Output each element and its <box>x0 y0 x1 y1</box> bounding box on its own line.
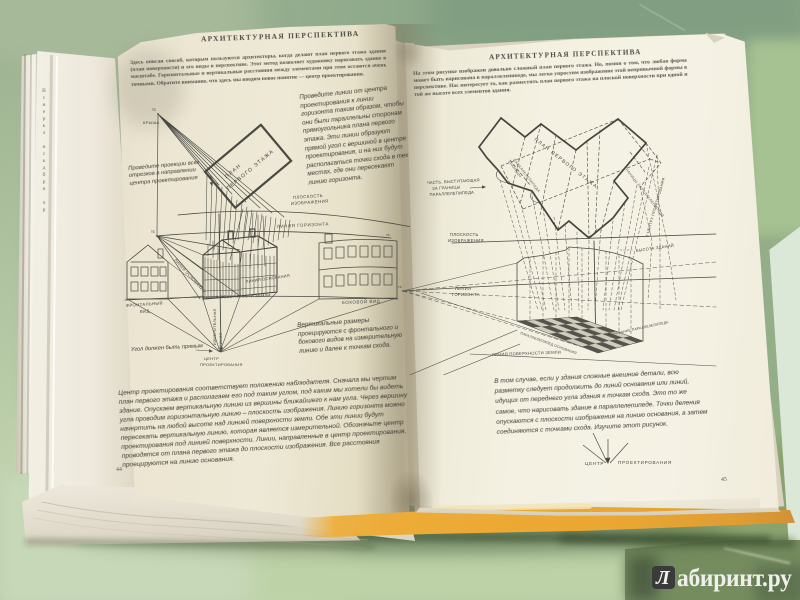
svg-text:ЦЕНТР: ЦЕНТР <box>585 461 604 466</box>
svg-text:ЧАСТЬ, ВЫСТУПАЮЩАЯ: ЧАСТЬ, ВЫСТУПАЮЩАЯ <box>427 177 480 185</box>
svg-text:ЦЕНТР: ЦЕНТР <box>204 356 219 361</box>
svg-text:КРЫША: КРЫША <box>143 120 159 125</box>
svg-text:тс: тс <box>398 284 402 289</box>
svg-text:ЛИНИЯ ОСНОВАНИЯ: ЛИНИЯ ОСНОВАНИЯ <box>245 273 290 284</box>
svg-text:тс: тс <box>386 232 390 237</box>
svg-text:ПЛОСКОСТЬ: ПЛОСКОСТЬ <box>293 193 323 200</box>
svg-text:ИЗОБРАЖЕНИЯ: ИЗОБРАЖЕНИЯ <box>448 238 484 243</box>
svg-text:ЛИНИЯ ГОРИЗОНТА: ЛИНИЯ ГОРИЗОНТА <box>277 221 329 229</box>
svg-text:ПРОЕКТИРОВАНИЯ: ПРОЕКТИРОВАНИЯ <box>618 460 672 465</box>
svg-text:ВЫСОТА ЗДАНИЙ: ВЫСОТА ЗДАНИЙ <box>635 243 674 253</box>
svg-text:БОКОВОЙ ВИД: БОКОВОЙ ВИД <box>342 299 381 305</box>
svg-text:ЛИНИЯ ПОВЕРХНОСТИ ЗЕМЛИ: ЛИНИЯ ПОВЕРХНОСТИ ЗЕМЛИ <box>492 350 561 357</box>
svg-text:ЗА ГРАНИЦЫ: ЗА ГРАНИЦЫ <box>432 184 461 190</box>
svg-text:ПАРАЛЛЕЛЕПИПЕДА: ПАРАЛЛЕЛЕПИПЕДА <box>512 158 541 193</box>
svg-text:ЛИНИЯ ОСНОВАНИЯ: ЛИНИЯ ОСНОВАНИЯ <box>173 257 206 293</box>
svg-text:тс: тс <box>152 107 156 112</box>
svg-text:ЛИНИЯ: ЛИНИЯ <box>455 286 471 291</box>
svg-text:ЛИНИЯ ПОВЕРХНОСТИ ЗЕМЛИ: ЛИНИЯ ПОВЕРХНОСТИ ЗЕМЛИ <box>203 293 271 300</box>
svg-text:ПЛОСКОСТЬ: ПЛОСКОСТЬ <box>450 232 479 237</box>
svg-text:ИЗОБРАЖЕНИЯ: ИЗОБРАЖЕНИЯ <box>291 198 329 206</box>
svg-text:ГОРИЗОНТА: ГОРИЗОНТА <box>452 292 480 297</box>
svg-text:тс: тс <box>151 229 155 234</box>
svg-text:ФРОНТАЛЬНЫЙ: ФРОНТАЛЬНЫЙ <box>126 300 163 308</box>
svg-text:ПРОЕКТИРОВАНИЯ: ПРОЕКТИРОВАНИЯ <box>200 362 243 367</box>
svg-text:ПЛАН ПЕРВОГО ЭТАЖА: ПЛАН ПЕРВОГО ЭТАЖА <box>533 137 599 190</box>
svg-text:ПАРАЛЛЕЛЕПИПЕДА: ПАРАЛЛЕЛЕПИПЕДА <box>429 190 474 197</box>
svg-text:ИЗМЕРИТЕЛЬНАЯ: ИЗМЕРИТЕЛЬНАЯ <box>213 309 217 345</box>
svg-text:ВИД: ВИД <box>140 308 150 314</box>
svg-text:Угол должен быть прямым: Угол должен быть прямым <box>130 343 203 353</box>
svg-text:ОСНОВАНИЕ ПАРАЛЛЕЛЕПИПЕДА: ОСНОВАНИЕ ПАРАЛЛЕЛЕПИПЕДА <box>607 320 669 337</box>
svg-text:ЛИНИЯ: ЛИНИЯ <box>219 333 223 347</box>
